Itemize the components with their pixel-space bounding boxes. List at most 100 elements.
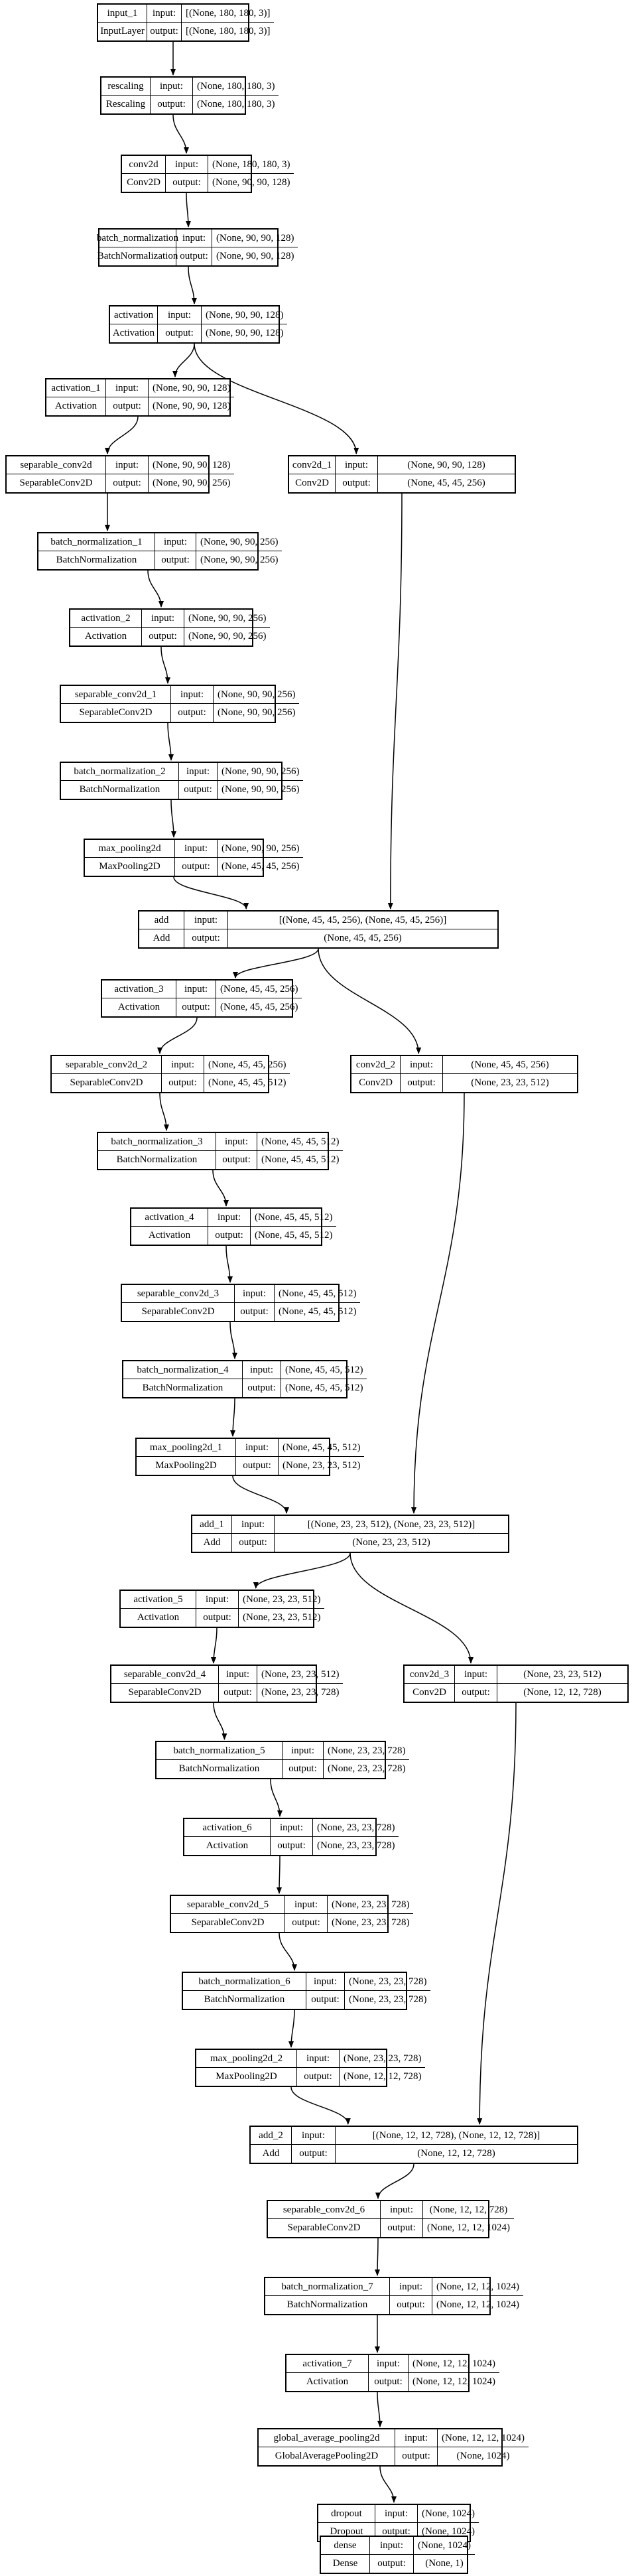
layer-type: Activation — [131, 1227, 208, 1245]
input-label: input: — [390, 2278, 432, 2296]
input-shape: (None, 1024) — [418, 2505, 479, 2523]
layer-name: activation_7 — [286, 2355, 369, 2373]
output-label: output: — [455, 1684, 497, 1702]
input-shape: (None, 23, 23, 728) — [324, 1742, 410, 1760]
layer-type: Conv2D — [351, 1074, 401, 1092]
input-label: input: — [336, 456, 378, 474]
output-shape: (None, 90, 90, 128) — [216, 251, 294, 261]
layer-name: conv2d_2 — [351, 1056, 401, 1074]
layer-name: add_1 — [192, 1516, 232, 1534]
edge-add-to-activation_3 — [233, 948, 319, 979]
layer-name: activation — [110, 306, 158, 324]
edge-activation_5-to-separable_conv2d_4 — [211, 1627, 218, 1664]
layer-type: Rescaling — [101, 96, 151, 113]
output-label: output: — [158, 324, 202, 342]
edge-separable_conv2d_4-to-batch_normalization_5 — [213, 1702, 227, 1740]
layer-name: separable_conv2d — [7, 456, 106, 474]
layer-name: global_average_pooling2d — [259, 2429, 395, 2447]
output-label: output: — [106, 474, 149, 492]
output-shape: (None, 90, 90, 256) — [153, 478, 231, 488]
layer-type: Add — [139, 929, 184, 947]
output-shape: (None, 12, 12, 1024) — [412, 2376, 495, 2387]
edge-separable_conv2d_5-to-batch_normalization_6 — [279, 1932, 297, 1971]
input-shape: (None, 90, 90, 128) — [378, 456, 515, 474]
output-label: output: — [297, 2068, 340, 2086]
output-label: output: — [306, 1991, 345, 2009]
output-shape: (None, 23, 23, 728) — [349, 1994, 427, 2005]
output-shape: (None, 90, 90, 256) — [221, 784, 300, 795]
output-shape: (None, 45, 45, 512) — [255, 1230, 333, 1241]
input-shape: (None, 90, 90, 128) — [212, 230, 298, 247]
layer-type: Activation — [121, 1609, 196, 1627]
output-shape: (None, 90, 90, 128) — [206, 328, 284, 338]
output-label: output: — [292, 2145, 336, 2163]
layer-name: batch_normalization_3 — [98, 1133, 216, 1151]
input-shape: (None, 90, 90, 128) — [149, 379, 235, 397]
edge-activation_2-to-separable_conv2d_1 — [160, 646, 170, 684]
input-label: input: — [285, 1896, 328, 1914]
input-shape: (None, 90, 90, 256) — [184, 610, 271, 628]
edge-separable_conv2d_2-to-batch_normalization_3 — [159, 1093, 169, 1131]
edge-add_1-to-conv2d_3 — [349, 1552, 474, 1664]
input-shape: (None, 45, 45, 512) — [279, 1439, 365, 1457]
input-label: input: — [166, 156, 208, 174]
layer-type: Activation — [70, 628, 142, 645]
input-label: input: — [375, 2505, 418, 2523]
edge-max_pooling2d-to-add — [173, 876, 249, 910]
layer-name: batch_normalization_4 — [123, 1361, 243, 1379]
layer-name: separable_conv2d_5 — [171, 1896, 285, 1914]
edge-activation-to-activation_1 — [172, 343, 195, 377]
output-label: output: — [147, 23, 182, 40]
input-label: input: — [235, 1285, 275, 1303]
layer-type: MaxPooling2D — [85, 858, 175, 876]
edge-activation_3-to-separable_conv2d_2 — [157, 1017, 198, 1054]
input-label: input: — [232, 1516, 275, 1534]
output-shape: (None, 23, 23, 728) — [261, 1687, 340, 1698]
layer-type: Activation — [184, 1837, 271, 1855]
layer-name: separable_conv2d_2 — [52, 1056, 162, 1074]
edge-add-to-conv2d_2 — [318, 948, 422, 1054]
edge-activation_7-to-global_average_pooling2d — [377, 2392, 383, 2427]
output-shape: (None, 45, 45, 512) — [208, 1077, 286, 1088]
layer-type: InputLayer — [98, 23, 147, 40]
output-label: output: — [243, 1379, 281, 1397]
layer-type: MaxPooling2D — [137, 1457, 236, 1475]
layer-name: activation_5 — [121, 1591, 196, 1609]
input-shape: (None, 45, 45, 512) — [275, 1285, 361, 1303]
output-shape: (None, 12, 12, 1024) — [436, 2299, 519, 2310]
input-shape: [(None, 45, 45, 256), (None, 45, 45, 256… — [228, 912, 497, 929]
input-shape: (None, 90, 90, 256) — [218, 763, 304, 781]
layer-type: Activation — [46, 397, 106, 415]
output-label: output: — [381, 2219, 423, 2237]
layer-name: add — [139, 912, 184, 929]
output-shape: (None, 23, 23, 512) — [283, 1460, 361, 1471]
input-shape: (None, 90, 90, 128) — [202, 306, 288, 324]
input-label: input: — [158, 306, 202, 324]
layer-type: Add — [192, 1534, 232, 1552]
input-shape: (None, 23, 23, 512) — [257, 1666, 344, 1684]
input-shape: (None, 12, 12, 1024) — [438, 2429, 529, 2447]
output-label: output: — [390, 2296, 432, 2314]
edge-activation_4-to-separable_conv2d_3 — [225, 1245, 233, 1283]
layer-type: MaxPooling2D — [196, 2068, 297, 2086]
input-label: input: — [151, 78, 193, 96]
layer-type: Activation — [286, 2373, 369, 2391]
output-shape: (None, 1) — [425, 2558, 464, 2569]
output-label: output: — [336, 474, 378, 492]
layer-name: dense — [321, 2537, 370, 2555]
